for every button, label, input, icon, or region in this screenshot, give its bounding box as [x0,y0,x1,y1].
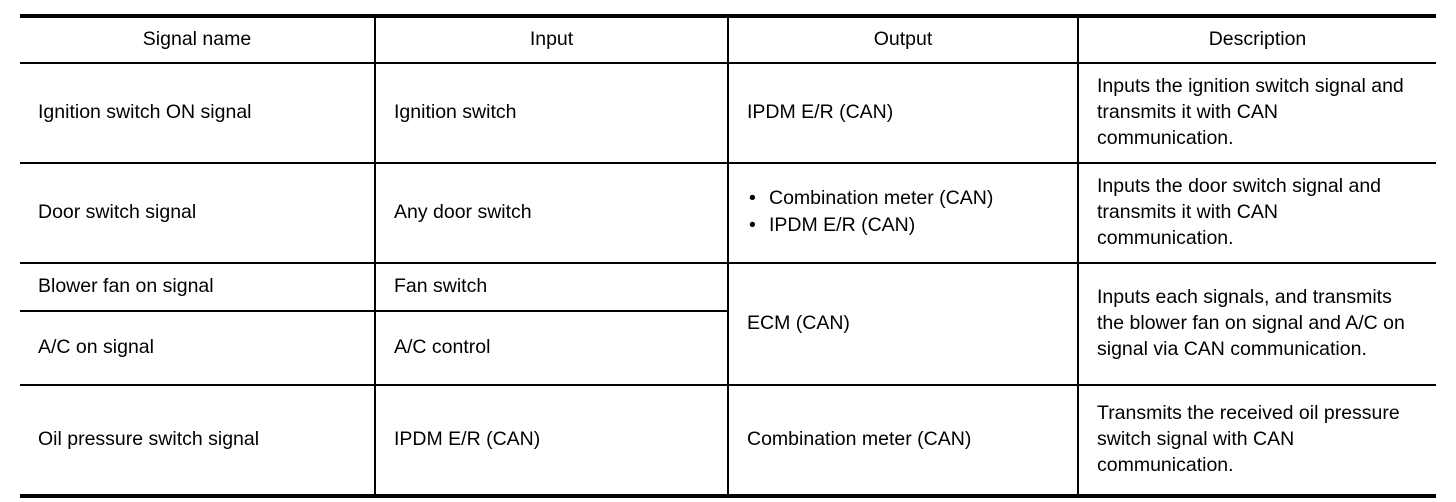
table-row: Ignition switch ON signal Ignition switc… [20,63,1436,163]
description-text: Inputs the door switch signal and transm… [1097,175,1382,249]
table-row: Blower fan on signal Fan switch ECM (CAN… [20,261,1436,385]
bullet-icon: • [749,186,756,209]
cell-output-merged: ECM (CAN) [727,261,1078,385]
description-text: Inputs the ignition switch signal and tr… [1097,75,1404,149]
cell-signal-name: Oil pressure switch signal [20,383,375,498]
cell-signal-name: Ignition switch ON signal [38,101,252,124]
cell-signal-name: Door switch signal [20,162,375,263]
column-header-input: Input [374,14,728,64]
table-body: Ignition switch ON signal Ignition switc… [20,63,1436,498]
cell-output: IPDM E/R (CAN) [727,63,1078,163]
column-header-signal-name: Signal name [20,14,375,64]
cell-signal-name: Blower fan on signal [20,261,375,311]
cell-input: Ignition switch [374,63,728,163]
table-row: Door switch signal Any door switch • Com… [20,162,1436,263]
table-header: Signal name Input Output Description [20,14,1436,64]
cell-input: Any door switch [374,162,728,263]
cell-description: Inputs the door switch signal and transm… [1077,162,1436,263]
cell-description: Transmits the received oil pressure swit… [1077,383,1436,498]
cell-input: A/C control [374,309,728,385]
cell-signal-name: A/C on signal [20,309,375,385]
cell-description-merged: Inputs each signals, and transmits the b… [1077,261,1436,385]
cell-output: • Combination meter (CAN) • IPDM E/R (CA… [727,162,1078,263]
signal-table-container: Signal name Input Output Description Ign… [20,14,1436,498]
table-row: A/C on signal A/C control [20,309,1436,385]
list-item: • Combination meter (CAN) [747,186,1063,212]
signal-table: Signal name Input Output Description Ign… [20,14,1436,498]
list-item-label: IPDM E/R (CAN) [769,213,916,236]
table-row: Oil pressure switch signal IPDM E/R (CAN… [20,383,1436,498]
cell-input: IPDM E/R (CAN) [374,383,728,498]
bullet-icon: • [749,213,756,236]
column-header-description: Description [1077,14,1436,64]
description-text: Transmits the received oil pressure swit… [1097,401,1400,476]
description-text: Inputs each signals, and transmits the b… [1097,285,1405,360]
column-header-output: Output [727,14,1078,64]
cell-input: Fan switch [374,261,728,311]
list-item: • IPDM E/R (CAN) [747,213,1063,239]
list-item-label: Combination meter (CAN) [769,186,994,209]
cell-output: Combination meter (CAN) [727,383,1078,498]
cell-description: Inputs the ignition switch signal and tr… [1077,63,1436,163]
table-header-row: Signal name Input Output Description [20,14,1436,64]
output-bullet-list: • Combination meter (CAN) • IPDM E/R (CA… [747,186,1063,239]
